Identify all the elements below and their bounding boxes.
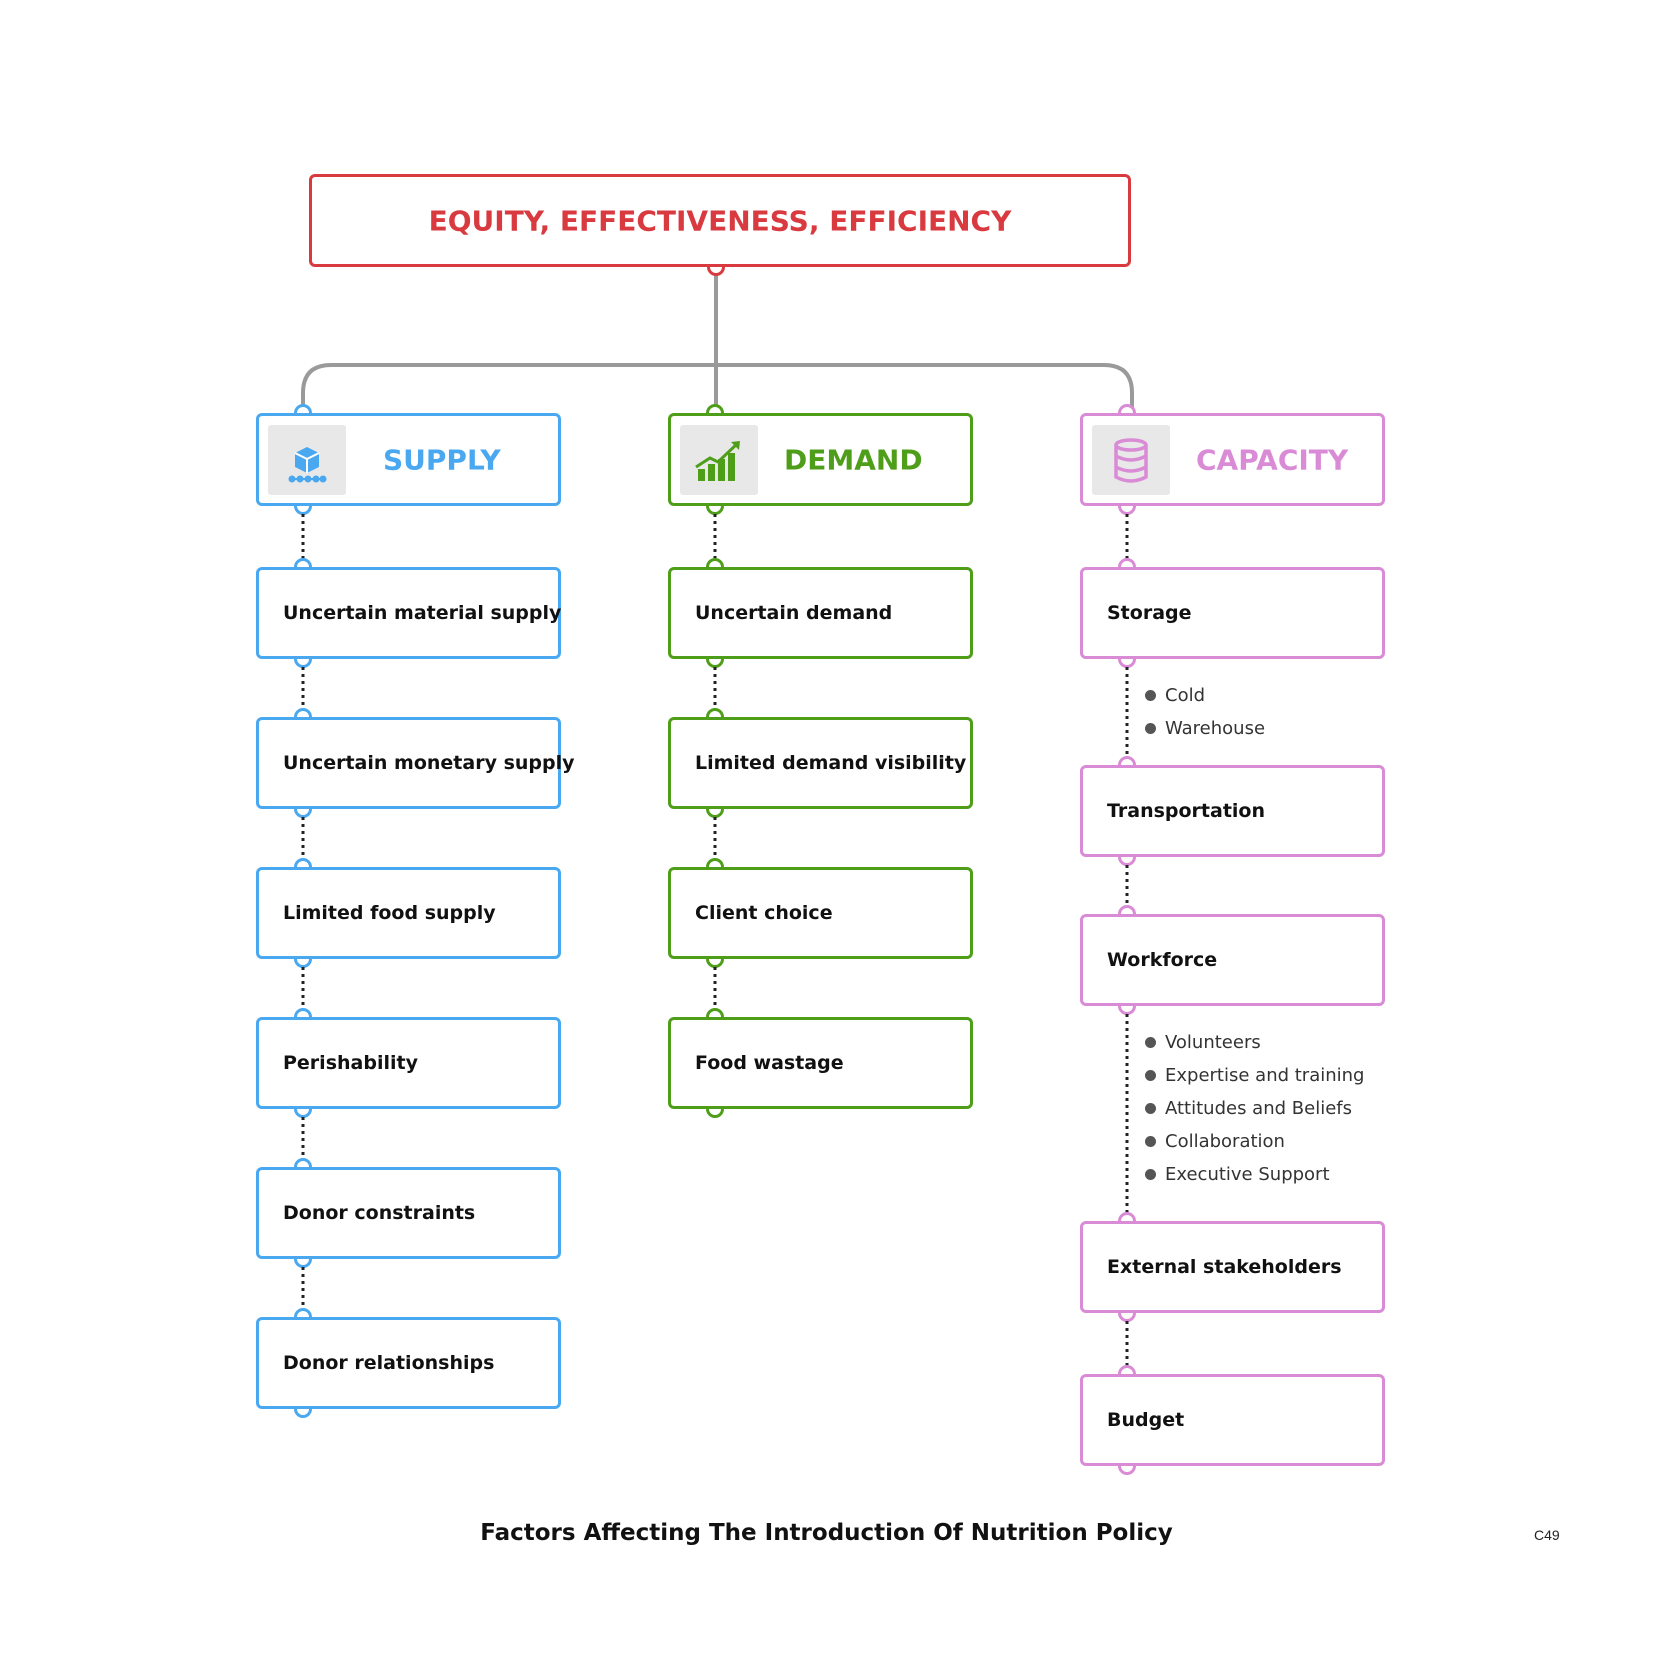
figure-code: C49: [1534, 1527, 1560, 1543]
factor-label: Uncertain material supply: [283, 602, 562, 624]
category-label-capacity: CAPACITY: [1196, 443, 1349, 476]
category-capacity: CAPACITY: [1080, 413, 1385, 506]
factor-box: Donor constraints: [256, 1167, 561, 1259]
category-label-supply: SUPPLY: [383, 443, 501, 476]
factor-box: Workforce: [1080, 914, 1385, 1006]
factor-label: Storage: [1107, 602, 1192, 624]
sub-factor-item: Volunteers: [1145, 1026, 1364, 1059]
factor-label: External stakeholders: [1107, 1256, 1342, 1278]
factor-box: Budget: [1080, 1374, 1385, 1466]
factor-label: Donor relationships: [283, 1352, 495, 1374]
growth-chart-icon-tile: [680, 425, 758, 495]
root-label: EQUITY, EFFECTIVENESS, EFFICIENCY: [428, 204, 1012, 237]
factor-box: Donor relationships: [256, 1317, 561, 1409]
factor-box: Food wastage: [668, 1017, 973, 1109]
factor-label: Budget: [1107, 1409, 1185, 1431]
factor-label: Workforce: [1107, 949, 1218, 971]
package-boxes-icon-tile: [268, 425, 346, 495]
factor-label: Client choice: [695, 902, 833, 924]
factor-box: Client choice: [668, 867, 973, 959]
category-label-demand: DEMAND: [784, 443, 923, 476]
root-node: EQUITY, EFFECTIVENESS, EFFICIENCY: [309, 174, 1131, 267]
sub-factor-item: Executive Support: [1145, 1158, 1364, 1191]
factor-box: Storage: [1080, 567, 1385, 659]
database-icon: [1114, 438, 1148, 483]
factor-label: Food wastage: [695, 1052, 844, 1074]
database-icon-tile: [1092, 425, 1170, 495]
factor-label: Uncertain monetary supply: [283, 752, 575, 774]
sub-factor-item: Expertise and training: [1145, 1059, 1364, 1092]
factor-label: Donor constraints: [283, 1202, 476, 1224]
sub-factor-item: Warehouse: [1145, 712, 1265, 745]
sub-factor-item: Cold: [1145, 679, 1265, 712]
factor-box: Limited food supply: [256, 867, 561, 959]
factor-label: Uncertain demand: [695, 602, 893, 624]
growth-chart-icon: [695, 441, 740, 481]
factor-box: Uncertain material supply: [256, 567, 561, 659]
package-boxes-icon: [288, 447, 327, 483]
category-supply: SUPPLY: [256, 413, 561, 506]
sub-factor-item: Collaboration: [1145, 1125, 1364, 1158]
factor-box: Limited demand visibility: [668, 717, 973, 809]
factor-label: Limited food supply: [283, 902, 496, 924]
factor-label: Limited demand visibility: [695, 752, 967, 774]
factor-label: Perishability: [283, 1052, 418, 1074]
factor-box: Uncertain demand: [668, 567, 973, 659]
sub-factor-item: Attitudes and Beliefs: [1145, 1092, 1364, 1125]
category-demand: DEMAND: [668, 413, 973, 506]
factor-box: Transportation: [1080, 765, 1385, 857]
factor-box: Uncertain monetary supply: [256, 717, 575, 809]
factor-label: Transportation: [1107, 800, 1266, 822]
diagram-caption: Factors Affecting The Introduction Of Nu…: [480, 1520, 1173, 1546]
factor-box: Perishability: [256, 1017, 561, 1109]
factor-box: External stakeholders: [1080, 1221, 1385, 1313]
